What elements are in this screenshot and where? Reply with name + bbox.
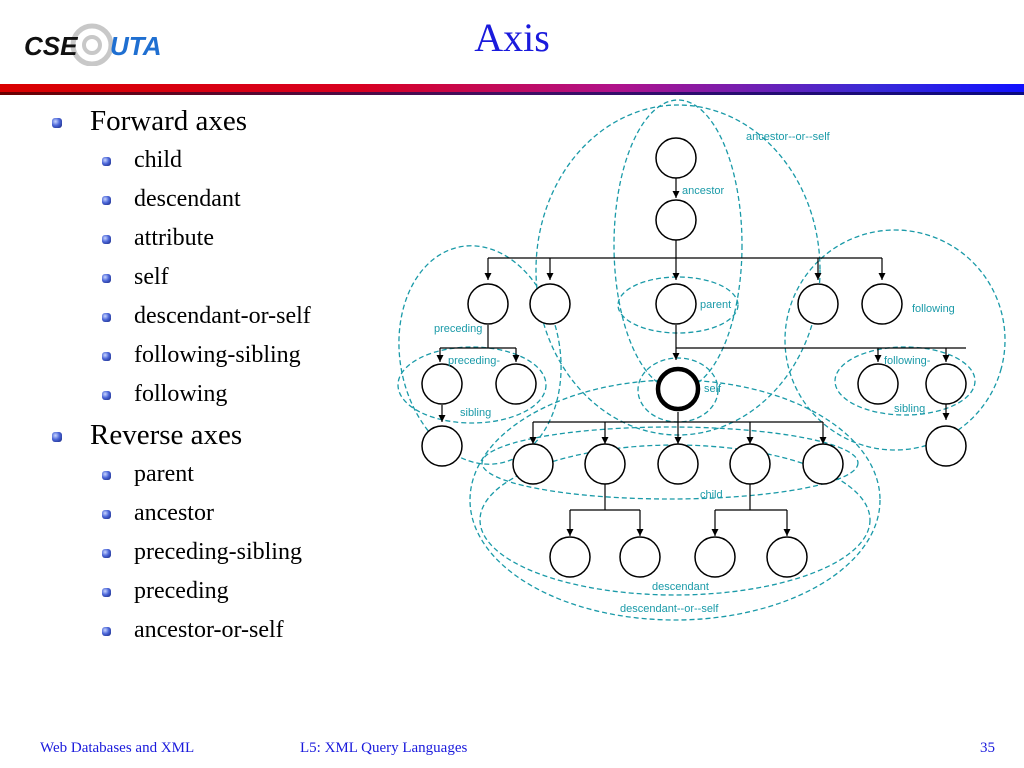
node-child-3 <box>657 443 699 485</box>
bullet-icon <box>52 432 62 442</box>
label-parent: parent <box>700 299 731 311</box>
node-following-1 <box>797 283 839 325</box>
label-sibling-right: sibling <box>894 403 925 415</box>
node-child-5 <box>802 443 844 485</box>
node-ancestor <box>655 199 697 241</box>
node-self <box>655 366 701 412</box>
node-descendant-3 <box>694 536 736 578</box>
bullet-icon <box>102 196 111 205</box>
xpath-axis-diagram: ancestor--or--self ancestor parent prece… <box>397 99 1006 630</box>
axis-tree-svg: ancestor--or--self ancestor parent prece… <box>397 99 1006 621</box>
slide-title: Axis <box>474 15 550 60</box>
sub-bullet-preceding: preceding <box>50 576 410 606</box>
node-child-4 <box>729 443 771 485</box>
node-child-2 <box>584 443 626 485</box>
sub-bullet-attribute: attribute <box>50 223 410 253</box>
label-following: following <box>912 303 955 315</box>
bullet-icon <box>102 510 111 519</box>
label-preceding-sibling-1: preceding- <box>448 355 500 367</box>
node-descendant-4 <box>766 536 808 578</box>
node-preceding-2 <box>529 283 571 325</box>
node-following-2 <box>861 283 903 325</box>
bullet-forward-axes: Forward axes <box>50 104 410 138</box>
node-following-sibling-1 <box>857 363 899 405</box>
region-following <box>784 229 1006 451</box>
label-descendant: descendant <box>652 581 709 593</box>
node-following-sibling-2 <box>925 363 967 405</box>
svg-text:UTA: UTA <box>110 31 162 61</box>
label-child: child <box>700 489 723 501</box>
node-child-1 <box>512 443 554 485</box>
bullet-icon <box>102 391 111 400</box>
bullet-icon <box>102 157 111 166</box>
region-preceding-sibling <box>397 346 547 424</box>
footer-lecture: L5: XML Query Languages <box>300 740 468 756</box>
region-preceding <box>398 245 562 465</box>
sub-bullet-ancestor-or-self: ancestor-or-self <box>50 615 410 645</box>
bullet-icon <box>102 588 111 597</box>
node-descendant-2 <box>619 536 661 578</box>
label-self: self <box>704 383 722 395</box>
sub-bullet-descendant: descendant <box>50 184 410 214</box>
node-descendant-1 <box>549 536 591 578</box>
bullet-icon <box>102 627 111 636</box>
node-preceding-1 <box>467 283 509 325</box>
sub-bullet-preceding-sibling: preceding-sibling <box>50 537 410 567</box>
bullet-icon <box>102 352 111 361</box>
bullet-icon <box>102 549 111 558</box>
bullet-icon <box>102 313 111 322</box>
title-divider <box>0 84 1024 92</box>
label-ancestor: ancestor <box>682 185 725 197</box>
node-following-3 <box>925 425 967 467</box>
bullet-icon <box>102 274 111 283</box>
bullet-icon <box>52 118 62 128</box>
sub-bullet-ancestor: ancestor <box>50 498 410 528</box>
bullet-icon <box>102 471 111 480</box>
sub-bullet-child: child <box>50 145 410 175</box>
label-ancestor-or-self: ancestor--or--self <box>746 131 831 143</box>
label-preceding: preceding <box>434 323 482 335</box>
node-preceding-sibling-1 <box>421 363 463 405</box>
sub-bullet-parent: parent <box>50 459 410 489</box>
node-preceding-sibling-2 <box>495 363 537 405</box>
sub-bullet-following-sibling: following-sibling <box>50 340 410 370</box>
cse-uta-logo: CSE UTA <box>22 22 162 67</box>
node-parent <box>655 283 697 325</box>
node-root <box>655 137 697 179</box>
bullet-list: Forward axes child descendant attribute … <box>50 104 410 654</box>
region-following-sibling <box>834 346 976 416</box>
sub-bullet-descendant-or-self: descendant-or-self <box>50 301 410 331</box>
title-divider-shadow <box>0 92 1024 95</box>
footer-course: Web Databases and XML <box>40 740 195 756</box>
region-child <box>481 426 859 500</box>
region-parent <box>617 276 739 334</box>
label-descendant-or-self: descendant--or--self <box>620 603 719 615</box>
footer-page-number: 35 <box>980 740 995 756</box>
label-sibling-left: sibling <box>460 407 491 419</box>
sub-bullet-following: following <box>50 379 410 409</box>
node-preceding-3 <box>421 425 463 467</box>
bullet-icon <box>102 235 111 244</box>
sub-bullet-self: self <box>50 262 410 292</box>
svg-text:CSE: CSE <box>24 31 78 61</box>
label-following-sibling-1: following- <box>884 355 931 367</box>
bullet-reverse-axes: Reverse axes <box>50 418 410 452</box>
